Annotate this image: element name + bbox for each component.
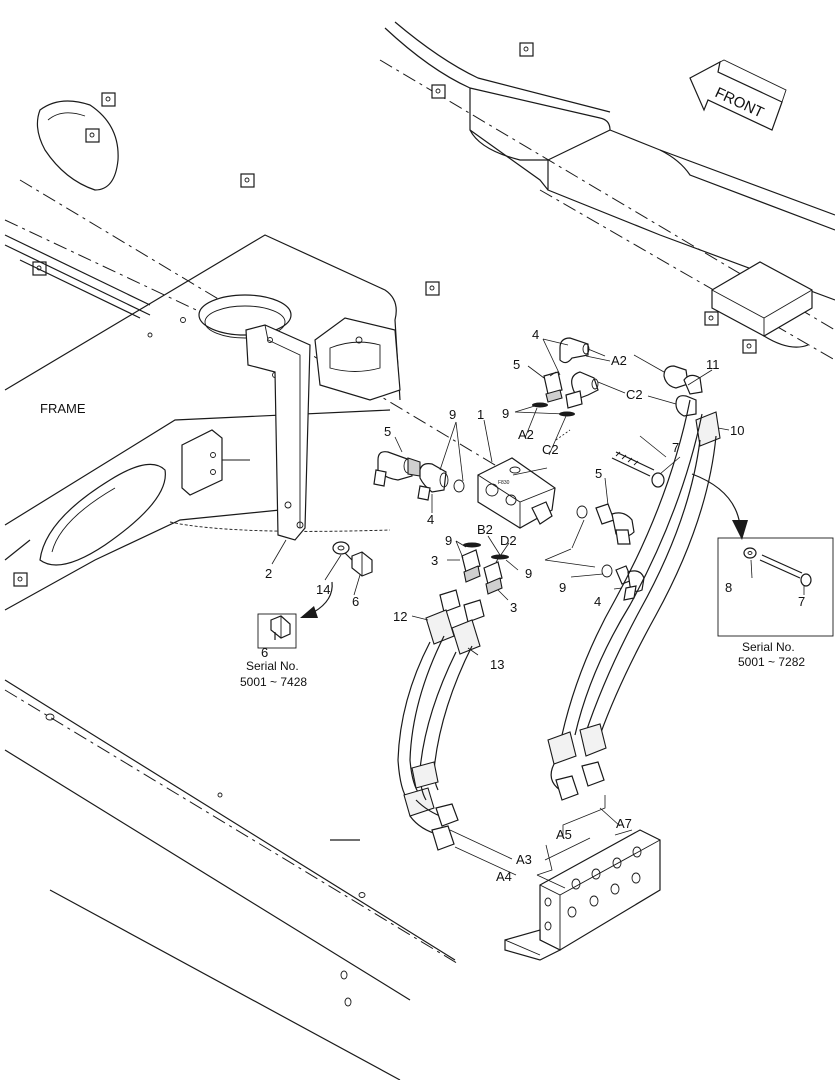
port-a5: A5 xyxy=(556,827,572,842)
callout-6-inset: 6 xyxy=(261,645,268,660)
callout-14: 14 xyxy=(316,582,330,597)
callout-5-right: 5 xyxy=(595,466,602,481)
nut-icon xyxy=(519,42,534,57)
elbow-fitting-c2 xyxy=(565,371,599,409)
callout-11: 11 xyxy=(706,357,720,372)
callout-9-left: 9 xyxy=(449,407,456,422)
callout-9-b2: 9 xyxy=(445,533,452,548)
callout-1: 1 xyxy=(477,407,484,422)
nut-icon xyxy=(85,128,100,143)
inset-right-serial: Serial No. xyxy=(742,640,795,654)
frame-label: FRAME xyxy=(40,401,86,416)
port-a7: A7 xyxy=(616,816,632,831)
callout-13: 13 xyxy=(490,657,504,672)
callout-10: 10 xyxy=(730,423,744,438)
o-ring-9-top xyxy=(532,402,575,417)
leader-lines xyxy=(271,338,805,889)
nut-icon xyxy=(704,311,719,326)
elbow-fitting-4-top xyxy=(559,337,606,364)
callout-7: 7 xyxy=(672,440,679,455)
port-a2-block: A2 xyxy=(518,427,534,442)
o-ring-9-left xyxy=(453,479,465,493)
callout-9-right: 9 xyxy=(559,580,566,595)
main-frame xyxy=(4,234,461,1080)
port-d2: D2 xyxy=(500,533,517,548)
port-c2-block: C2 xyxy=(542,442,559,457)
leader-arrow-right xyxy=(691,473,741,526)
bolt-7 xyxy=(611,451,665,488)
upper-frame-rail xyxy=(379,21,835,361)
callout-5-top: 5 xyxy=(513,357,520,372)
straight-fitting-5-top xyxy=(543,371,563,403)
nut-icon xyxy=(431,84,446,99)
plug-on-block xyxy=(531,501,553,525)
elbow-fitting-4-left xyxy=(417,463,449,501)
callout-3-right: 3 xyxy=(510,600,517,615)
port-b2: B2 xyxy=(477,522,493,537)
port-a3: A3 xyxy=(516,852,532,867)
mounting-bracket-2 xyxy=(245,324,311,541)
leader-arrow-left xyxy=(313,581,333,613)
port-a4: A4 xyxy=(496,869,512,884)
inset-serial-right xyxy=(717,537,834,637)
nut-icon xyxy=(742,339,757,354)
callout-4-right: 4 xyxy=(594,594,601,609)
callout-9-d2: 9 xyxy=(525,566,532,581)
nut-icon xyxy=(425,281,440,296)
callout-12: 12 xyxy=(393,609,407,624)
callout-6: 6 xyxy=(352,594,359,609)
callout-5-left: 5 xyxy=(384,424,391,439)
hose-10-11 xyxy=(547,365,721,801)
port-a2-top: A2 xyxy=(611,353,627,368)
inset-right-range: 5001 ~ 7282 xyxy=(738,655,805,669)
callout-8: 8 xyxy=(725,580,732,595)
o-ring-9-lower xyxy=(601,564,613,578)
callout-3-left: 3 xyxy=(431,553,438,568)
callout-4-left: 4 xyxy=(427,512,434,527)
front-arrow: FRONT xyxy=(689,59,787,131)
elbow-fitting-5-right xyxy=(595,503,635,545)
callout-2: 2 xyxy=(265,566,272,581)
nut-icon xyxy=(13,572,28,587)
inset-serial-left xyxy=(257,613,297,649)
nut-icon xyxy=(240,173,255,188)
inset-left-range: 5001 ~ 7428 xyxy=(240,675,307,689)
washer-14 xyxy=(332,541,350,555)
svg-text:F830: F830 xyxy=(498,480,510,486)
port-c2-top: C2 xyxy=(626,387,643,402)
callout-9-top: 9 xyxy=(502,406,509,421)
elbow-fitting-5-left xyxy=(373,451,421,487)
adapter-3-left xyxy=(461,542,481,583)
adapter-3-right xyxy=(483,554,509,595)
callout-7-inset: 7 xyxy=(798,594,805,609)
o-ring-9-right xyxy=(576,505,588,519)
labels: FRAME 4 A2 5 C2 9 A2 C2 9 1 5 4 7 10 11 … xyxy=(40,327,805,884)
hose-bracket-plate xyxy=(504,829,661,961)
hose-13 xyxy=(411,599,485,827)
bolt-6 xyxy=(344,551,373,577)
inset-left-serial: Serial No. xyxy=(246,659,299,673)
callout-4-top: 4 xyxy=(532,327,539,342)
nut-icon xyxy=(101,92,116,107)
